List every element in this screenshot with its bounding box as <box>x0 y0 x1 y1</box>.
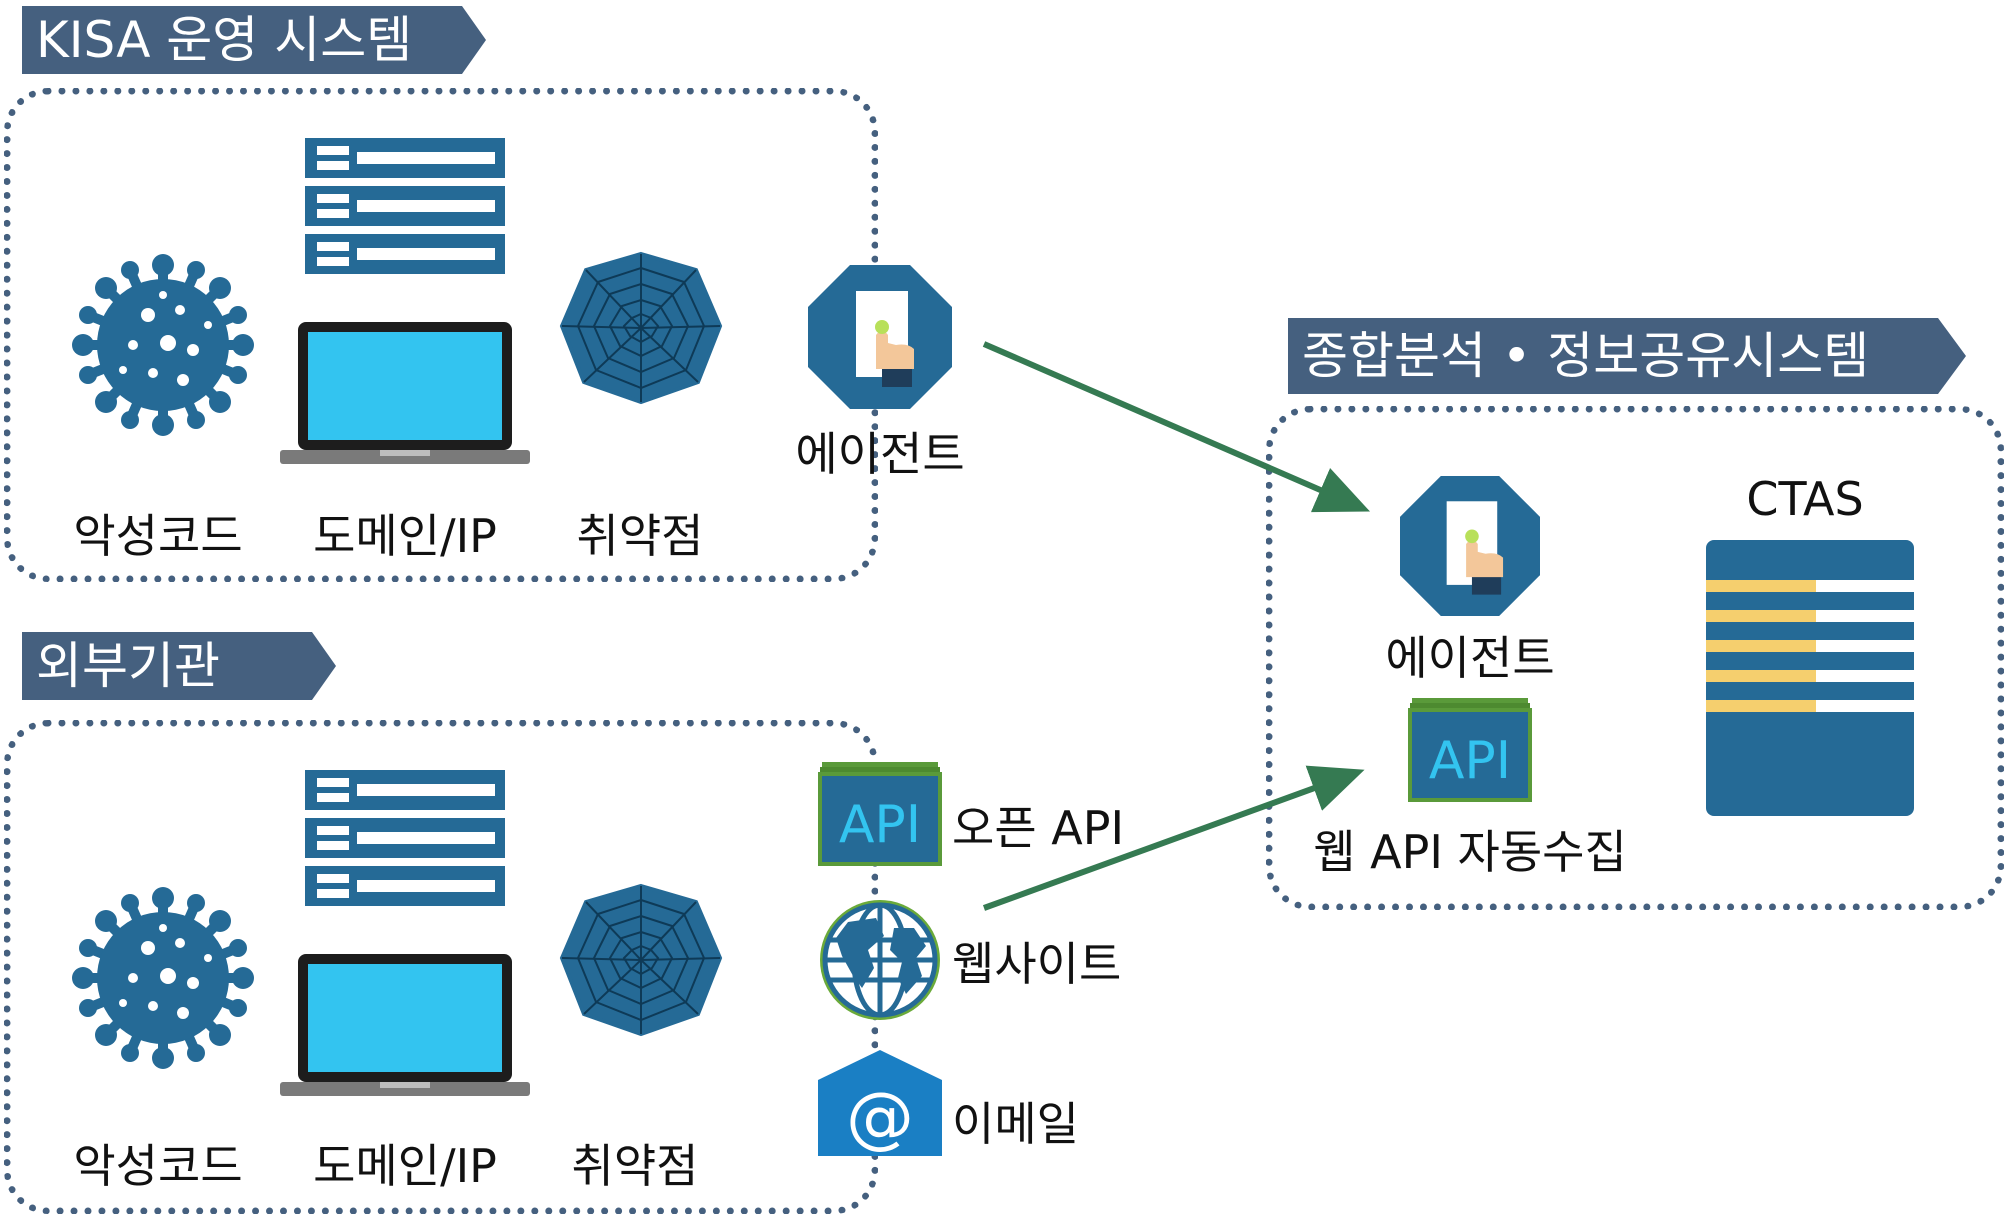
agent-icon <box>1400 476 1540 616</box>
spiderweb-icon <box>559 251 723 405</box>
laptop-icon <box>280 954 530 1096</box>
external-group-tag: 외부기관 <box>22 632 336 700</box>
external-item-domain-ip: 도메인/IP <box>313 1139 497 1193</box>
arrow-kisa-to-ctas <box>982 341 1371 513</box>
virus-icon <box>72 887 254 1069</box>
spiderweb-icon <box>559 883 723 1037</box>
external-item-vulnerability: 취약점 <box>571 1139 699 1193</box>
source-email: 이메일 <box>952 1097 1079 1151</box>
api-icon-text: API <box>1429 731 1511 791</box>
ctas-label: CTAS <box>1746 472 1864 526</box>
svg-text:@: @ <box>846 1078 914 1157</box>
ctas-group-box <box>1266 406 2004 910</box>
kisa-item-malware: 악성코드 <box>73 509 243 563</box>
virus-icon <box>72 254 254 436</box>
api-icon-text: API <box>839 795 921 855</box>
external-group-title: 외부기관 <box>36 637 220 695</box>
email-icon: @ <box>818 1050 942 1157</box>
server-list-icon <box>305 770 505 906</box>
kisa-agent-label: 에이전트 <box>795 427 965 481</box>
agent-icon <box>808 265 952 409</box>
laptop-icon <box>280 322 530 464</box>
api-icon: API <box>1408 698 1532 802</box>
ctas-group-title: 종합분석 • 정보공유시스템 <box>1302 327 1870 385</box>
external-item-malware: 악성코드 <box>73 1139 243 1193</box>
ctas-group-tag: 종합분석 • 정보공유시스템 <box>1288 318 1966 394</box>
api-icon: API <box>818 762 942 866</box>
kisa-group-tag: KISA 운영 시스템 <box>22 6 486 74</box>
web-api-label: 웹 API 자동수집 <box>1313 825 1627 879</box>
kisa-item-vulnerability: 취약점 <box>576 509 704 563</box>
kisa-group-title: KISA 운영 시스템 <box>36 11 413 69</box>
ctas-agent-label: 에이전트 <box>1385 631 1555 685</box>
ctas-server-icon <box>1706 540 1914 816</box>
source-website: 웹사이트 <box>952 937 1122 991</box>
arrow-external-to-ctas <box>982 765 1365 911</box>
globe-icon <box>820 900 940 1020</box>
kisa-item-domain-ip: 도메인/IP <box>313 509 497 563</box>
server-list-icon <box>305 138 505 274</box>
source-open-api: 오픈 API <box>952 801 1125 855</box>
